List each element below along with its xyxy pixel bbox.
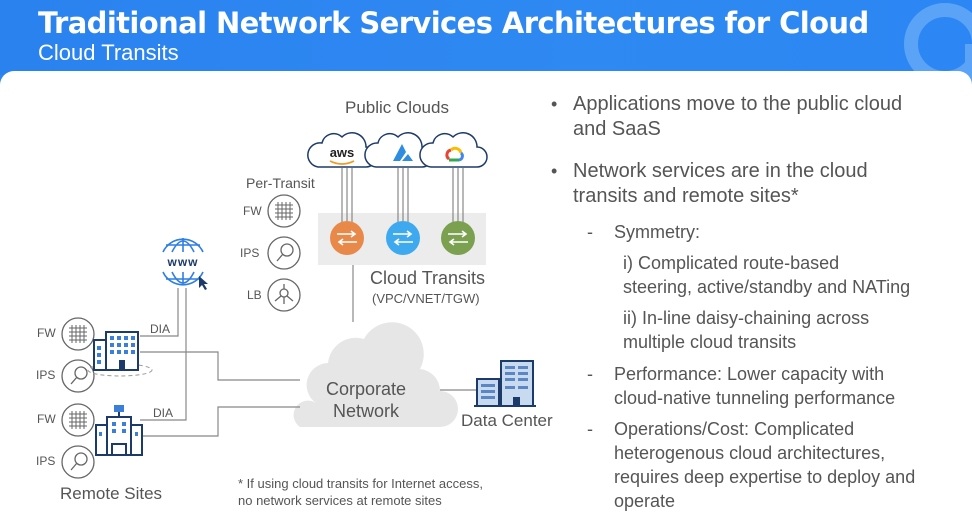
site2-dia-label: DIA <box>153 406 174 420</box>
data-center-icon <box>474 360 536 407</box>
google-cloud-icon <box>445 146 464 162</box>
bullet-1-line-2: and SaaS <box>573 118 661 140</box>
performance-line-1: Performance: Lower capacity with <box>614 364 885 384</box>
sub-dash: - <box>587 364 593 384</box>
data-center-label: Data Center <box>461 411 553 430</box>
bullet-2-line-1: Network services are in the cloud <box>573 160 868 182</box>
operations-line-1: Operations/Cost: Complicated <box>614 419 855 439</box>
bullet-dot: • <box>551 94 558 114</box>
firewall-icon <box>267 194 301 228</box>
footnote-line-1: * If using cloud transits for Internet a… <box>238 476 483 491</box>
transit-aws <box>330 221 364 255</box>
slide-title: Traditional Network Services Architectur… <box>38 6 869 40</box>
cursor-icon <box>199 276 208 290</box>
azure-icon <box>393 144 413 161</box>
firewall-icon <box>61 317 95 351</box>
magnifier-icon <box>267 236 301 270</box>
performance-line-2: cloud-native tunneling performance <box>614 388 896 408</box>
footnote-line-2: no network services at remote sites <box>238 493 442 508</box>
sub-dash: - <box>587 222 593 242</box>
bullet-2-line-2: transits and remote sites* <box>573 185 799 207</box>
symmetry-ii-line-2: multiple cloud transits <box>623 332 797 352</box>
transit-azure <box>386 221 420 255</box>
cloud-transits-sublabel: (VPC/VNET/TGW) <box>372 291 480 306</box>
exchange-arrows-icon <box>393 230 413 246</box>
cloud-links <box>341 168 464 225</box>
symmetry-ii-line-1: ii) In-line daisy-chaining across <box>623 308 870 328</box>
transit-gcp <box>441 221 475 255</box>
magnifier-icon <box>61 445 95 479</box>
bullet-dot: • <box>551 161 558 181</box>
bullet-1-line-1: Applications move to the public cloud <box>573 93 903 115</box>
sub-dash: - <box>587 419 593 439</box>
aws-icon: aws <box>330 145 355 160</box>
symmetry-i-line-2: steering, active/standby and NATing <box>623 277 911 297</box>
per-transit-label: Per-Transit <box>246 175 315 191</box>
corporate-network-cloud <box>293 322 458 427</box>
site2-ips-label: IPS <box>36 454 56 468</box>
office-building-icon <box>87 331 153 377</box>
cloud-aws: aws <box>307 132 377 168</box>
exchange-arrows-icon <box>337 230 357 246</box>
slide-body <box>0 71 972 523</box>
per-transit-ips-label: IPS <box>240 246 260 260</box>
remote-sites-label: Remote Sites <box>60 484 163 503</box>
operations-line-4: operate <box>614 491 676 511</box>
operations-line-2: heterogenous cloud architectures, <box>614 443 886 463</box>
per-transit-fw-label: FW <box>243 204 262 218</box>
site2-fw-label: FW <box>37 412 56 426</box>
site1-ips-label: IPS <box>36 368 56 382</box>
symmetry-i-line-1: i) Complicated route-based <box>623 253 840 273</box>
load-balancer-icon <box>267 278 301 312</box>
magnifier-icon <box>61 359 95 393</box>
corporate-network-label-1: Corporate <box>326 379 407 399</box>
slide-subtitle: Cloud Transits <box>38 40 179 65</box>
svg-text:www: www <box>166 255 198 269</box>
site1-fw-label: FW <box>37 326 56 340</box>
hospital-building-icon <box>95 405 143 456</box>
exchange-arrows-icon <box>448 230 468 246</box>
sub-symmetry: Symmetry: <box>614 222 701 242</box>
firewall-icon <box>61 403 95 437</box>
corporate-network-label-2: Network <box>333 401 400 421</box>
slide-header: Traditional Network Services Architectur… <box>0 0 972 82</box>
per-transit-lb-label: LB <box>247 288 262 302</box>
cloud-google <box>419 132 488 168</box>
cloud-transits-label: Cloud Transits <box>370 268 486 288</box>
public-clouds-label: Public Clouds <box>345 98 449 117</box>
operations-line-3: requires deep expertise to deploy and <box>614 467 916 487</box>
site1-dia-label: DIA <box>150 322 171 336</box>
